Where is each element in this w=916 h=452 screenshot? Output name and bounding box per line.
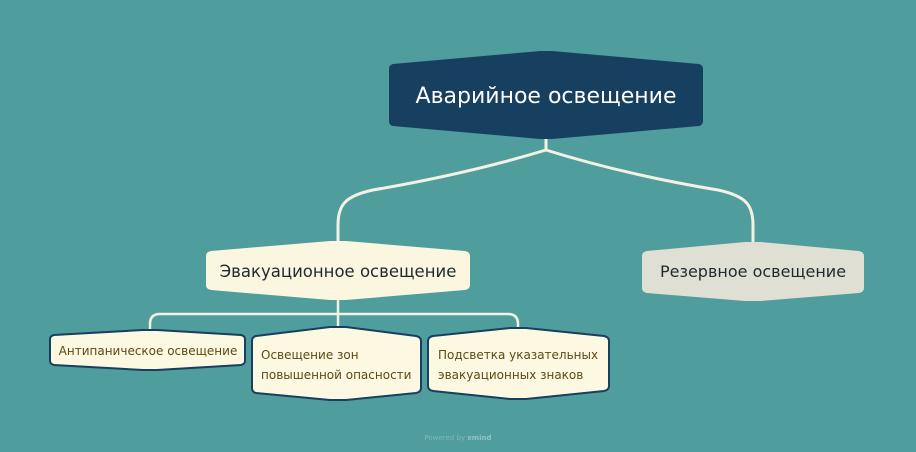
branch-node-evacuation[interactable]: Эвакуационное освещение — [206, 241, 470, 300]
leaf-node-sign-lighting-line-2: эвакуационных знаков — [438, 368, 583, 382]
leaf-node-high-risk-zones-line-1: Освещение зон — [261, 348, 359, 362]
watermark-prefix: Powered by — [424, 434, 466, 442]
branch-node-evacuation-shape — [206, 241, 470, 300]
leaf-node-sign-lighting-shape — [427, 327, 610, 400]
connector-evacuation-to-leaves — [148, 292, 520, 336]
leaf-node-antipanic-label: Антипаническое освещение — [59, 344, 238, 358]
root-node[interactable]: Аварийное освещение — [389, 51, 703, 139]
branch-node-reserve-shape — [642, 242, 864, 301]
branch-node-reserve-label: Резервное освещение — [660, 262, 846, 281]
leaf-node-high-risk-zones-label: Освещение зон повышенной опасности — [261, 348, 411, 382]
leaf-node-sign-lighting-line-1: Подсветка указательных — [438, 348, 598, 362]
connector-root-to-reserve — [544, 148, 755, 250]
leaf-node-antipanic[interactable]: Антипаническое освещение — [49, 329, 246, 371]
watermark: Powered by xmind — [0, 434, 916, 442]
root-node-label: Аварийное освещение — [416, 84, 677, 109]
leaf-node-high-risk-zones-line-2: повышенной опасности — [261, 368, 411, 382]
leaf-node-antipanic-line-1: Антипаническое освещение — [59, 344, 238, 358]
leaf-node-sign-lighting-label: Подсветка указательных эвакуационных зна… — [438, 348, 602, 382]
root-node-shape — [389, 51, 703, 139]
connector-root-to-evacuation — [336, 135, 548, 245]
branch-node-reserve[interactable]: Резервное освещение — [642, 242, 864, 301]
branch-node-evacuation-label: Эвакуационное освещение — [220, 262, 457, 281]
watermark-brand: xmind — [467, 434, 492, 442]
leaf-node-sign-lighting[interactable]: Подсветка указательных эвакуационных зна… — [427, 327, 610, 400]
leaf-node-high-risk-zones[interactable]: Освещение зон повышенной опасности — [251, 326, 422, 401]
leaf-node-antipanic-shape — [49, 329, 246, 371]
leaf-node-high-risk-zones-shape — [251, 326, 422, 401]
